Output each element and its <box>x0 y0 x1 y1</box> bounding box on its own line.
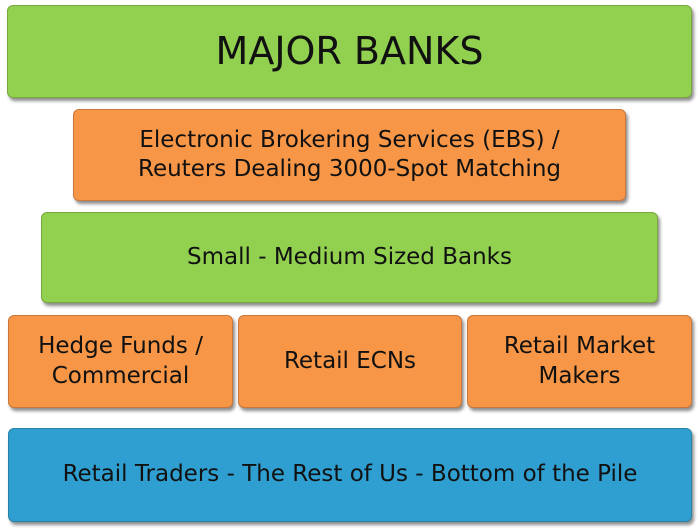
hedge-funds-box: Hedge Funds / Commercial <box>8 315 233 408</box>
ebs-reuters-box: Electronic Brokering Services (EBS) / Re… <box>73 109 626 201</box>
retail-market-makers-box: Retail Market Makers <box>467 315 692 408</box>
small-medium-banks-box: Small - Medium Sized Banks <box>41 212 658 303</box>
retail-ecns-box: Retail ECNs <box>238 315 462 408</box>
retail-traders-box: Retail Traders - The Rest of Us - Bottom… <box>8 428 692 522</box>
major-banks-box: MAJOR BANKS <box>7 5 692 98</box>
